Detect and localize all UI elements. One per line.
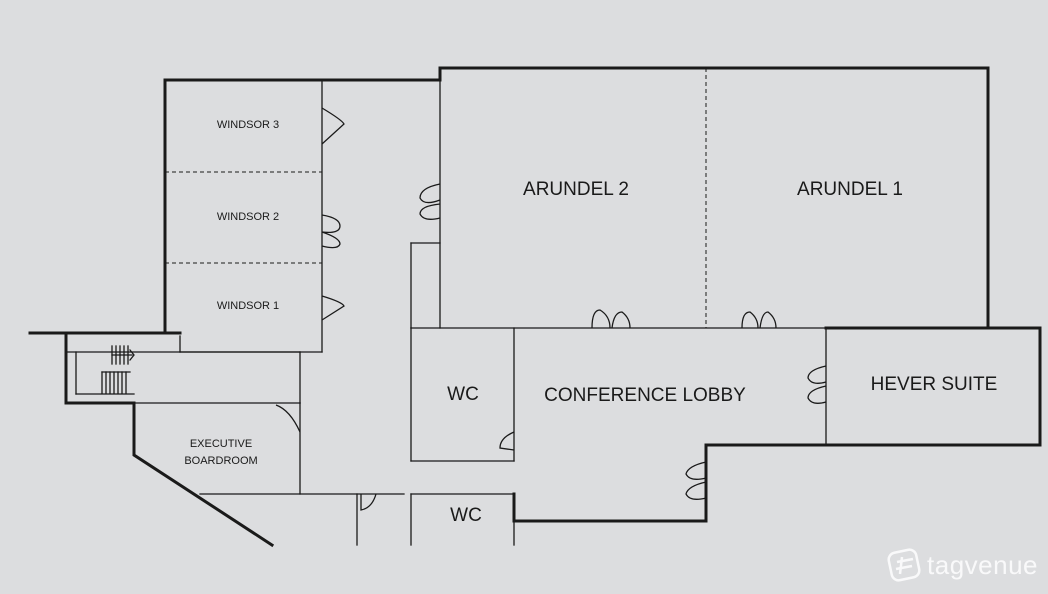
arundel-rooms: [410, 68, 827, 329]
room-label-windsor-1: WINDSOR 1: [217, 300, 279, 312]
hever-suite: [807, 326, 1042, 447]
room-label-arundel-1: ARUNDEL 1: [797, 179, 903, 200]
room-label-hever-suite: HEVER SUITE: [871, 374, 998, 395]
room-label-windsor-3: WINDSOR 3: [217, 119, 279, 131]
room-label-windsor-2: WINDSOR 2: [217, 211, 279, 223]
room-label-arundel-2: ARUNDEL 2: [523, 179, 629, 200]
room-label-wc-upper: WC: [447, 384, 479, 405]
stair-treads-upper: [111, 345, 135, 365]
room-label-wc-lower: WC: [450, 505, 482, 526]
stair-treads-lower: [101, 371, 131, 394]
stairwell: [64, 331, 301, 405]
room-label-executive-line2: BOARDROOM: [184, 455, 257, 467]
wc-upper: [410, 327, 515, 462]
corridor-walls: [320, 66, 990, 329]
conference-lobby: [512, 443, 828, 523]
wc-lower: [410, 493, 515, 546]
room-label-executive-line1: EXECUTIVE: [190, 438, 252, 450]
windsor-block: [28, 78, 345, 353]
watermark-text: tagvenue: [927, 549, 1038, 580]
tagvenue-watermark: tagvenue: [887, 548, 1038, 582]
executive-boardroom: [132, 401, 405, 548]
room-label-conference-lobby: CONFERENCE LOBBY: [544, 385, 746, 406]
tagvenue-logo-icon: [887, 548, 921, 582]
